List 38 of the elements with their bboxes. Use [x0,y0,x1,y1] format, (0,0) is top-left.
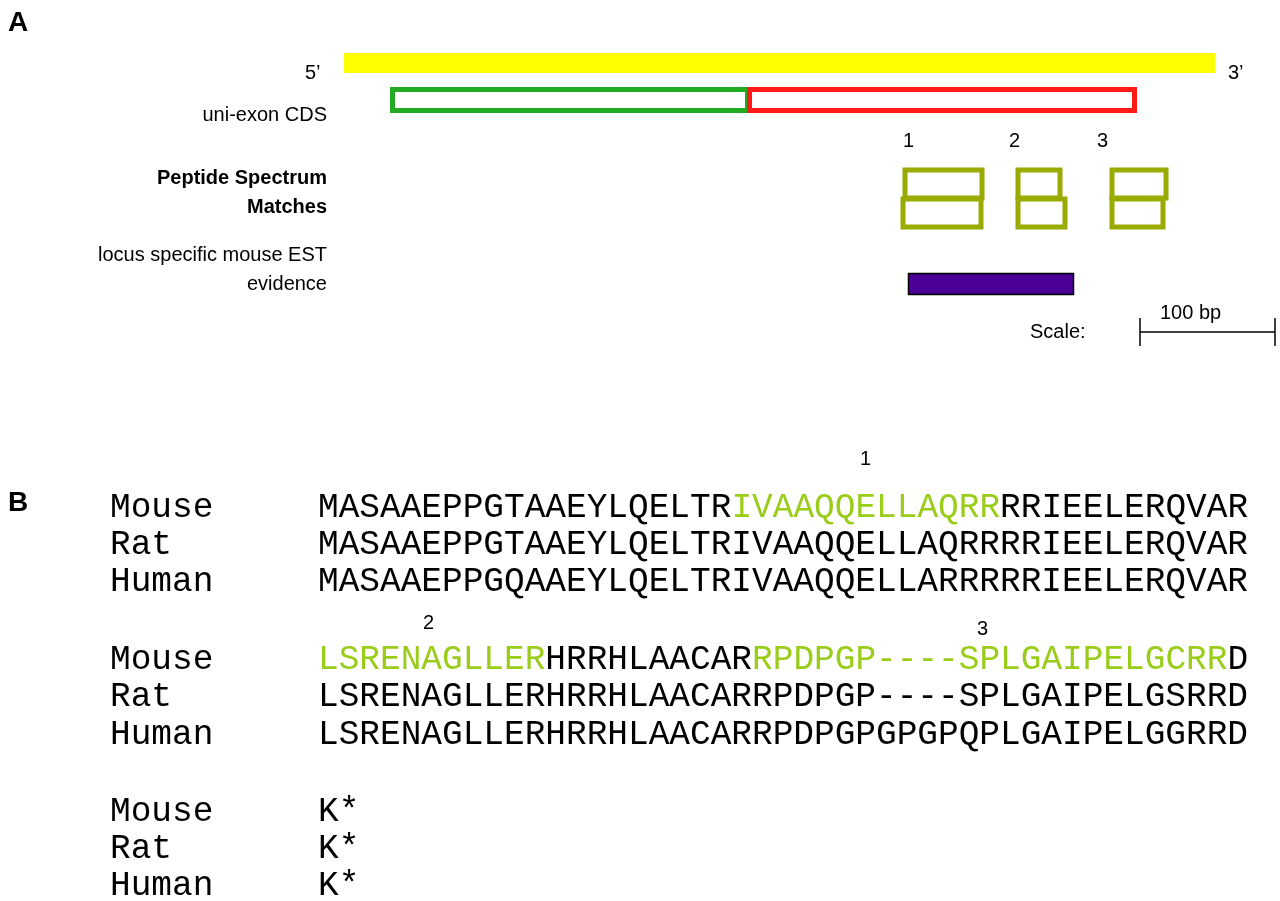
species-name: Mouse [110,491,214,526]
sequence-text: K* [318,869,360,901]
sequence-text: D [1227,643,1249,678]
species-name: Mouse [110,643,214,678]
sequence-text: K* [318,832,360,867]
panel-letter: B [8,488,29,516]
strand-label: 5’ [305,62,321,82]
peptide-sequence: LSRENAGLLER [318,643,546,678]
scale-label: Scale: [1030,321,1086,341]
strand-label: 3’ [1228,62,1244,82]
peptide-number: 2 [1009,130,1021,150]
species-name: Human [110,565,214,600]
sequence-text: K* [318,795,360,830]
species-name: Rat [110,680,172,715]
peptide-sequence: RPDPGP----SPLGAIPELGCRR [752,643,1228,678]
peptide-number: 3 [1097,130,1109,150]
track-label: locus specific mouse EST evidence [97,242,327,296]
sequence-text: LSRENAGLLERHRRHLAACARRPDPGPGPGPQPLGAIPELGGRRD [318,718,1248,753]
species-name: Human [110,869,214,901]
sequence-text: MASAAEPPGQAAEYLQELTRIVAAQQELLARRRRRIEELERQVAR [318,565,1248,600]
species-name: Rat [110,832,172,867]
species-name: Rat [110,528,172,563]
track-label: Peptide Spectrum Matches [155,165,327,219]
scale-value: 100 bp [1160,302,1222,322]
peptide-number: 1 [903,130,915,150]
peptide-number: 2 [423,612,435,632]
panel-letter: A [8,8,29,36]
sequence-text: MASAAEPPGTAAEYLQELTRIVAAQQELLAQRRRRIEELERQVAR [318,528,1248,563]
peptide-number: 3 [977,618,989,638]
sequence-text: HRRHLAACAR [545,643,753,678]
sequence-text: RRIEELERQVAR [1000,491,1249,526]
sequence-text: LSRENAGLLERHRRHLAACARRPDPGP----SPLGAIPELGSRRD [318,680,1248,715]
track-label: uni-exon CDS [201,102,327,127]
species-name: Human [110,718,214,753]
sequence-text: MASAAEPPGTAAEYLQELTR [318,491,732,526]
species-name: Mouse [110,795,214,830]
peptide-sequence: IVAAQQELLAQRR [731,491,1001,526]
peptide-number: 1 [860,448,872,468]
